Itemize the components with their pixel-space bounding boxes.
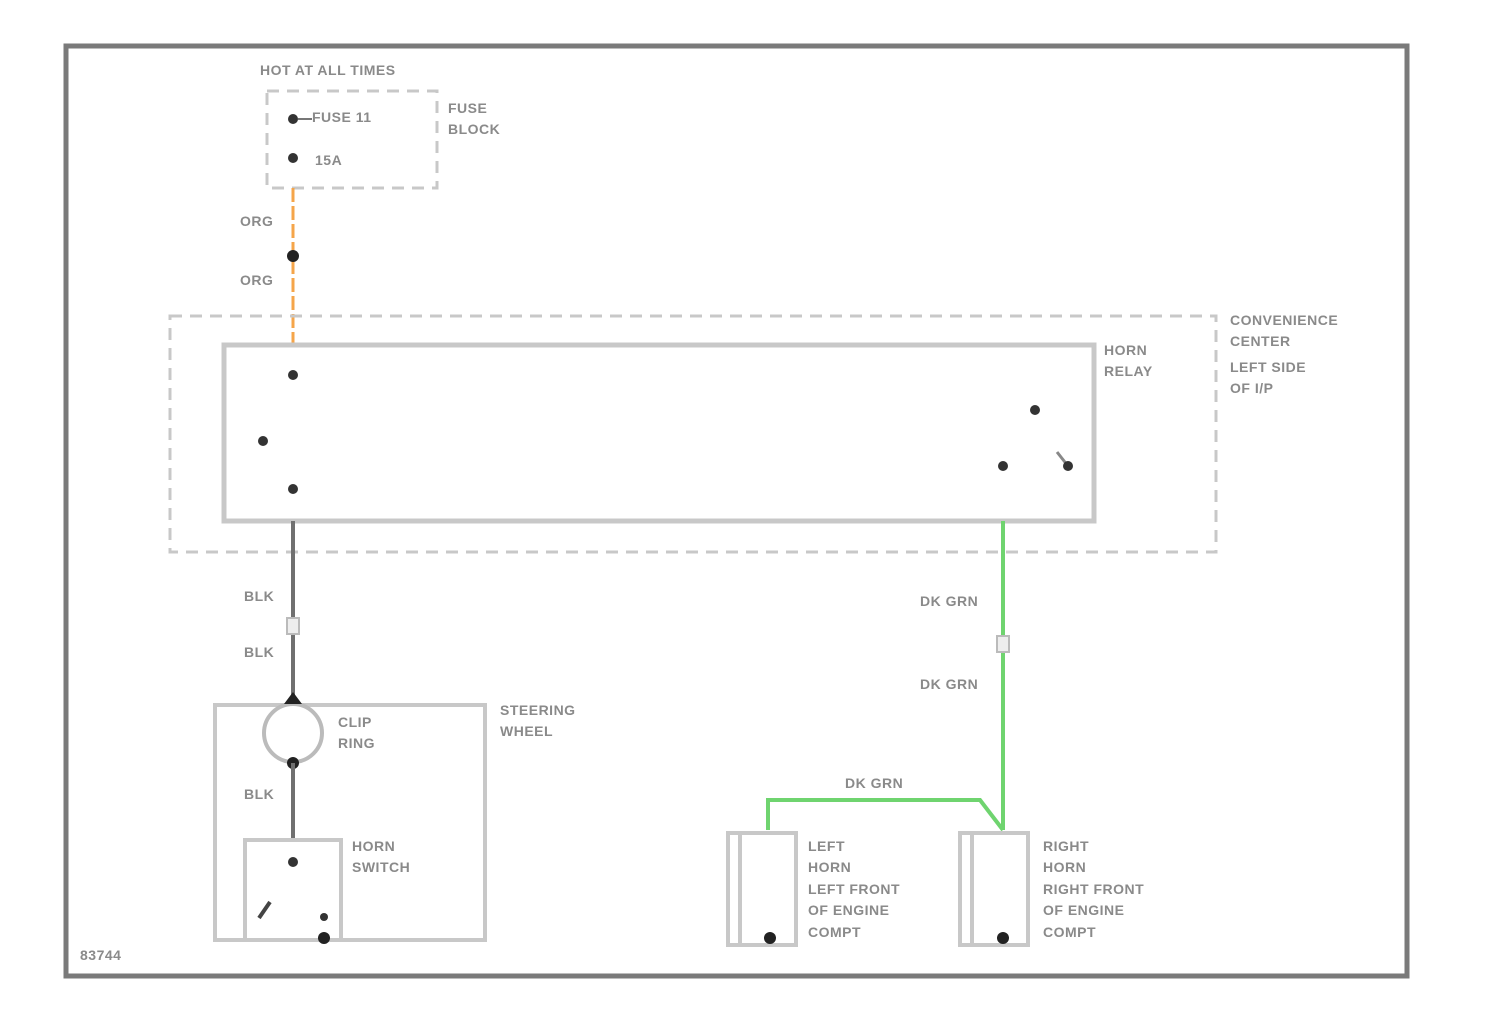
convenience-center-label-3: LEFT SIDE: [1230, 359, 1307, 375]
wire-label-blk-lower: BLK: [244, 644, 275, 660]
clip-ring: [262, 702, 324, 764]
switch-terminal-right: [320, 913, 328, 921]
right-horn-label-2: HORN: [1043, 859, 1087, 875]
fuse-rating-label: 15A: [315, 152, 343, 168]
steering-wheel-outline: [213, 703, 487, 942]
right-horn-label-3: RIGHT FRONT: [1043, 881, 1145, 897]
relay-terminal-1: [288, 370, 298, 380]
left-horn-label-3: LEFT FRONT: [808, 881, 901, 897]
fuse-block-outline: [265, 89, 439, 190]
left-horn-label-2: HORN: [808, 859, 852, 875]
switch-ground: [318, 932, 330, 944]
wire-label-dkgrn-upper: DK GRN: [920, 593, 979, 609]
steering-wheel-label-1: STEERING: [500, 702, 576, 718]
right-horn-label-4: OF ENGINE: [1043, 902, 1125, 918]
left-horn-label-4: OF ENGINE: [808, 902, 890, 918]
steering-wheel-label-2: WHEEL: [500, 723, 554, 739]
horn-relay-label-1: HORN: [1104, 342, 1148, 358]
left-horn-ground: [764, 932, 776, 944]
fuse-block-label-2: BLOCK: [448, 121, 501, 137]
connector-blk: [286, 617, 300, 635]
right-horn-label-1: RIGHT: [1043, 838, 1090, 854]
switch-arm: [257, 900, 272, 920]
convenience-center-label-1: CONVENIENCE: [1230, 312, 1339, 328]
fuse-block-label-1: FUSE: [448, 100, 488, 116]
wire-label-org-lower: ORG: [240, 272, 274, 288]
horn-switch-label-1: HORN: [352, 838, 396, 854]
wire-dkgrn-left-horn: [766, 798, 1005, 832]
wire-label-dkgrn-horns: DK GRN: [845, 775, 904, 791]
horn-relay-label-2: RELAY: [1104, 363, 1153, 379]
figure-id-label: 83744: [80, 947, 122, 963]
convenience-center-label-2: CENTER: [1230, 333, 1291, 349]
horn-switch-label-2: SWITCH: [352, 859, 411, 875]
convenience-center-label-4: OF I/P: [1230, 380, 1274, 396]
wire-label-dkgrn-lower: DK GRN: [920, 676, 979, 692]
wire-label-blk-switch: BLK: [244, 786, 275, 802]
left-horn-label-5: COMPT: [808, 924, 862, 940]
relay-terminal-2: [258, 436, 268, 446]
relay-contact-3: [1063, 461, 1073, 471]
horn-switch-box[interactable]: [243, 838, 343, 942]
right-horn-ground: [997, 932, 1009, 944]
hot-at-all-times-label: HOT AT ALL TIMES: [260, 62, 396, 78]
left-horn-label-1: LEFT: [808, 838, 845, 854]
wire-label-org-upper: ORG: [240, 213, 274, 229]
convenience-center-outline: [168, 314, 1218, 554]
relay-terminal-3: [288, 484, 298, 494]
clip-ring-label-1: CLIP: [338, 714, 372, 730]
relay-contact-1: [1030, 405, 1040, 415]
fuse-terminal-bottom: [288, 153, 298, 163]
fuse-terminal-top: [288, 114, 298, 124]
clip-ring-terminal-top: [284, 692, 302, 704]
connector-dkgrn: [996, 635, 1010, 653]
diagram-frame: [63, 43, 1410, 979]
wire-label-blk-upper: BLK: [244, 588, 275, 604]
right-horn-label-5: COMPT: [1043, 924, 1097, 940]
switch-terminal-top: [288, 857, 298, 867]
fuse-label: FUSE 11: [312, 109, 372, 125]
splice-org: [287, 250, 299, 262]
relay-contact-2: [998, 461, 1008, 471]
clip-ring-label-2: RING: [338, 735, 375, 751]
horn-relay-box[interactable]: [221, 342, 1097, 524]
